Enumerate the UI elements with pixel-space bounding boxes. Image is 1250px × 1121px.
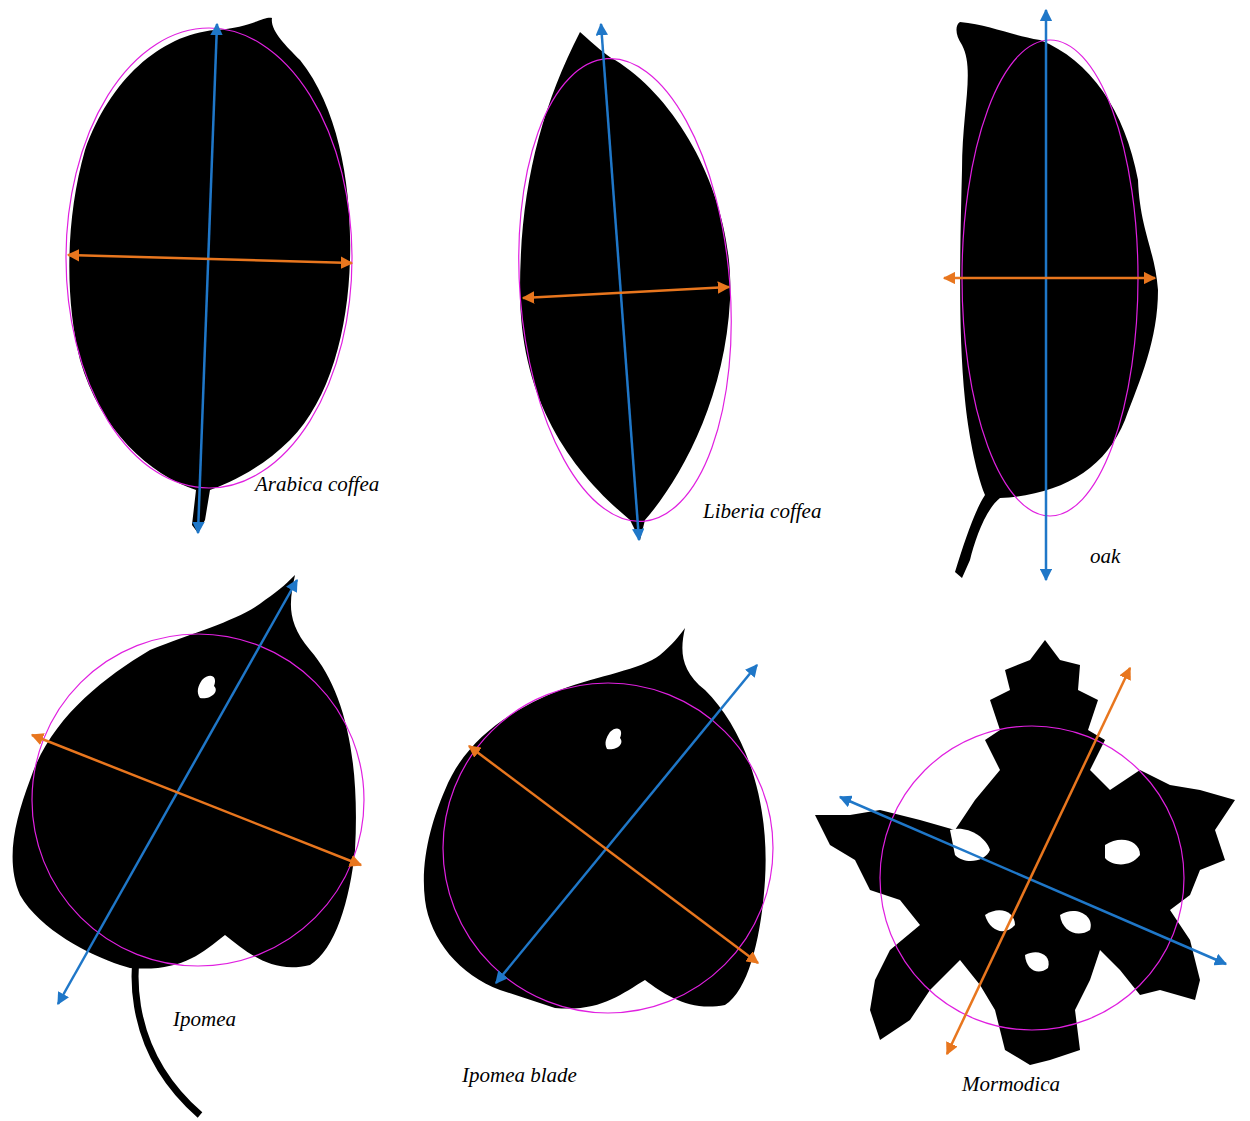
species-label: Liberia coffea — [703, 499, 821, 524]
mormodica-leaf — [815, 640, 1235, 1065]
species-label: Arabica coffea — [255, 472, 379, 497]
arabica-leaf — [66, 18, 352, 533]
species-label: oak — [1090, 544, 1120, 569]
species-label: Mormodica — [962, 1072, 1060, 1097]
species-label: Ipomea — [173, 1007, 236, 1032]
ipomea-blade-leaf — [424, 628, 773, 1013]
liberia-leaf — [502, 24, 748, 540]
ipomea-leaf — [13, 575, 364, 1115]
oak-leaf — [944, 10, 1158, 580]
species-label: Ipomea blade — [462, 1063, 577, 1088]
